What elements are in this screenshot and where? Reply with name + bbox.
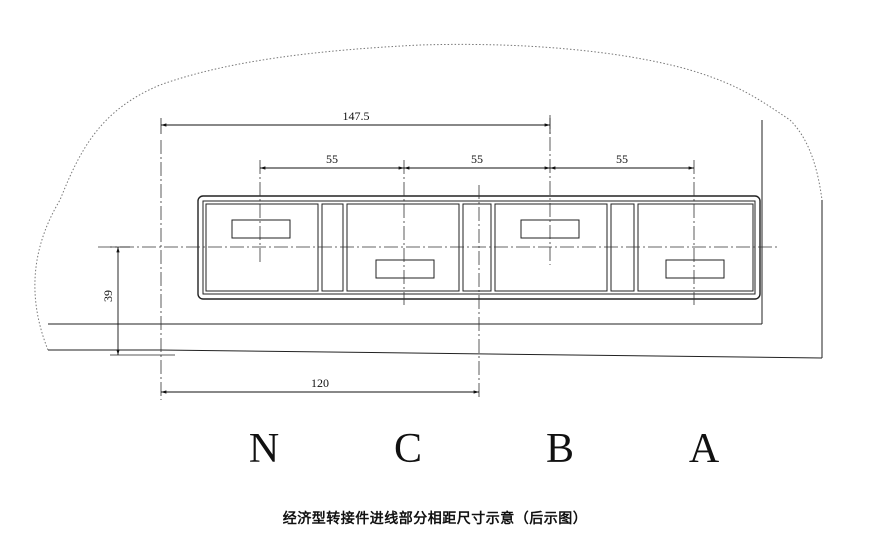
back-panel	[48, 120, 823, 359]
divider-1	[321, 203, 344, 292]
divider-3	[610, 203, 635, 292]
dim-overall-width: 147.5	[343, 109, 370, 123]
phase-label-n: N	[249, 426, 279, 472]
dim-height: 39	[101, 290, 115, 302]
compartment-b	[494, 203, 608, 292]
compartment-c	[346, 203, 460, 292]
divider-2	[462, 203, 492, 292]
slot-n	[231, 219, 291, 239]
dim-offset: 120	[311, 376, 329, 390]
dimension-lines	[116, 123, 694, 394]
dim-spacing-1: 55	[326, 152, 338, 166]
center-lines	[98, 115, 780, 400]
compartment-a	[637, 203, 754, 292]
phase-label-b: B	[546, 426, 574, 472]
slot-c	[375, 259, 435, 279]
slot-a	[665, 259, 725, 279]
phase-label-c: C	[394, 426, 422, 472]
enclosure-outline	[34, 43, 823, 351]
compartment-n	[205, 203, 319, 292]
phase-label-a: A	[689, 426, 720, 472]
dim-spacing-2: 55	[471, 152, 483, 166]
figure-caption: 经济型转接件进线部分相距尺寸示意（后示图）	[282, 511, 588, 527]
dim-spacing-3: 55	[616, 152, 628, 166]
